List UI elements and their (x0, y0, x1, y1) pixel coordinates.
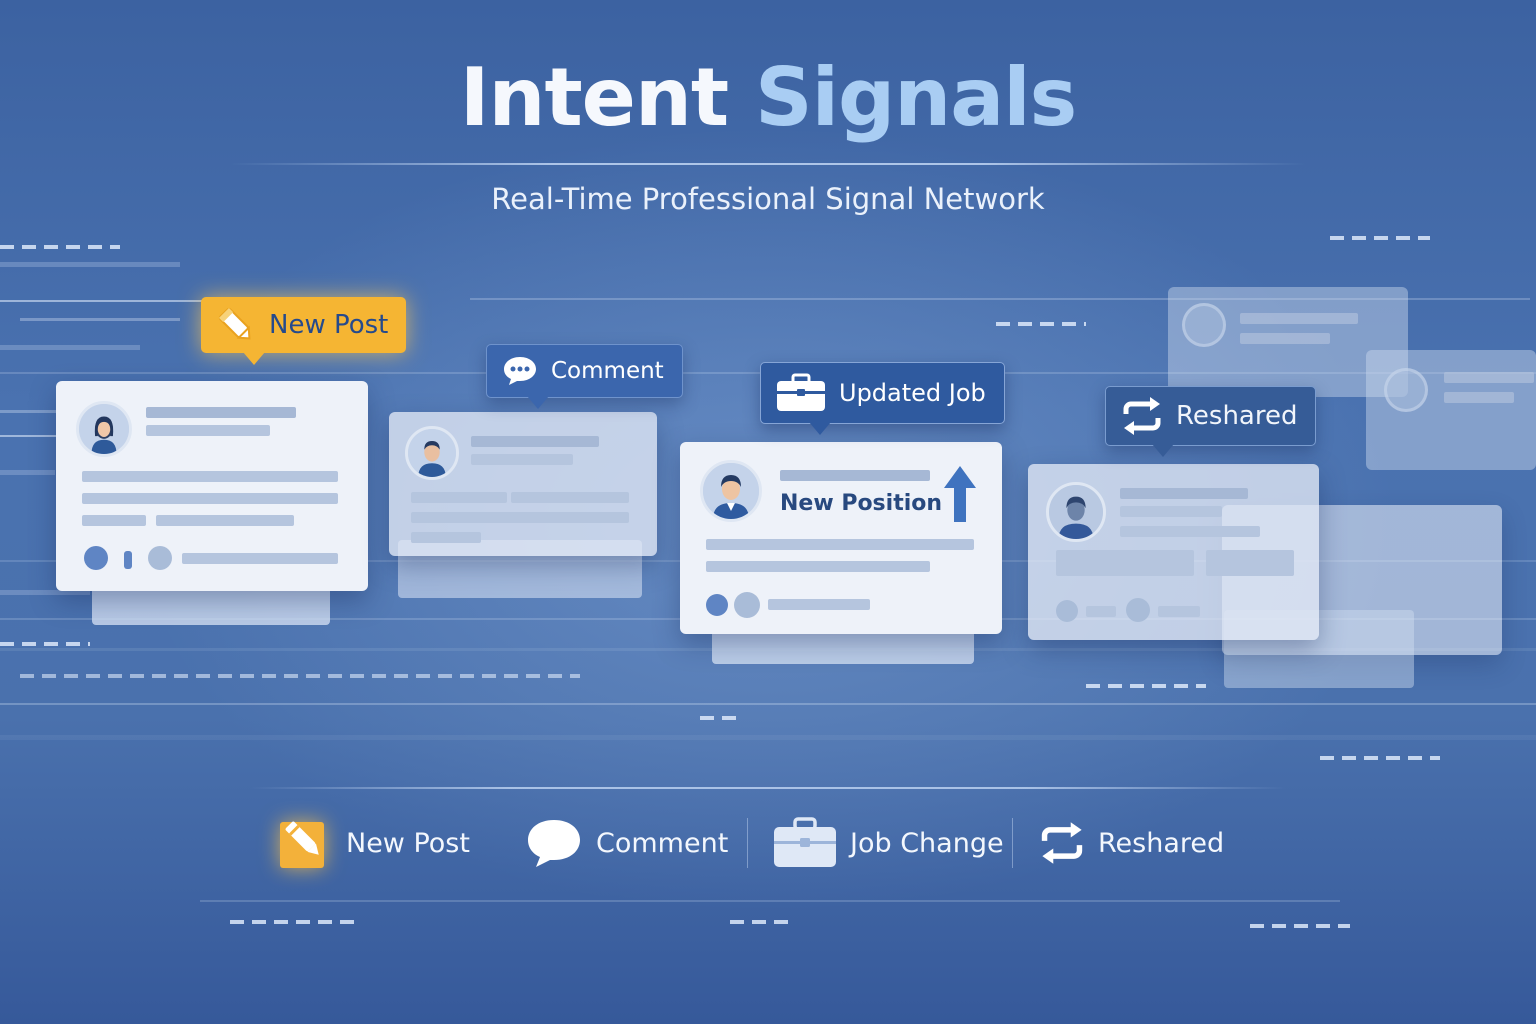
legend-item-reshared: Reshared (1038, 812, 1224, 874)
briefcase-icon (777, 373, 825, 411)
legend-item-comment: Comment (524, 812, 728, 874)
pencil-icon (280, 821, 324, 868)
ghost-card-right (1366, 350, 1536, 470)
reshare-arrows-icon (1123, 397, 1161, 435)
avatar (405, 426, 459, 480)
title-word-signals: Signals (755, 51, 1077, 144)
comment-callout-label: Comment (551, 358, 664, 384)
reshare-arrows-icon (1041, 822, 1083, 864)
avatar (1182, 303, 1226, 347)
speech-bubble-icon (528, 820, 580, 867)
reaction-dot (706, 594, 728, 616)
reaction-dot (1126, 598, 1150, 622)
new-position-label: New Position (780, 491, 943, 516)
reaction-dot (84, 546, 108, 570)
legend-label: New Post (346, 827, 470, 859)
up-arrow-icon (944, 466, 976, 522)
ghost-card-top (1168, 287, 1408, 397)
legend-item-new-post: New Post (276, 812, 470, 874)
post-card-reshared[interactable] (1028, 464, 1319, 640)
speech-bubble-icon (504, 357, 536, 385)
legend-item-job-change: Job Change (772, 812, 1004, 874)
legend-separator (747, 818, 748, 868)
legend-label: Reshared (1098, 827, 1225, 859)
pencil-icon (218, 307, 251, 340)
post-card-job-change[interactable]: New Position (680, 442, 1002, 634)
post-card-new-post[interactable] (56, 381, 368, 591)
reaction-dot (148, 546, 172, 570)
reaction-dot (124, 551, 132, 569)
legend-label: Comment (596, 827, 729, 859)
avatar (700, 460, 762, 522)
briefcase-icon (774, 817, 836, 867)
post-card-comment[interactable] (389, 412, 657, 556)
reaction-dot (1056, 600, 1078, 622)
legend-separator (1012, 818, 1013, 868)
page-title: Intent Signals (0, 58, 1536, 138)
reaction-dot (734, 592, 760, 618)
legend-divider (250, 787, 1286, 789)
legend-label: Job Change (850, 827, 1004, 859)
avatar (1046, 482, 1106, 542)
avatar (1384, 368, 1428, 412)
title-divider (230, 163, 1306, 165)
reshared-callout-label: Reshared (1176, 401, 1298, 431)
reshared-callout: Reshared (1105, 386, 1317, 457)
avatar (76, 401, 132, 457)
new-post-callout: New Post (201, 297, 407, 365)
updated-job-callout: Updated Job (760, 362, 1005, 435)
title-word-intent: Intent (459, 51, 729, 144)
updated-job-callout-label: Updated Job (839, 379, 986, 407)
comment-callout: Comment (486, 344, 683, 409)
new-post-callout-label: New Post (269, 310, 389, 340)
page-subtitle: Real-Time Professional Signal Network (491, 182, 1045, 216)
